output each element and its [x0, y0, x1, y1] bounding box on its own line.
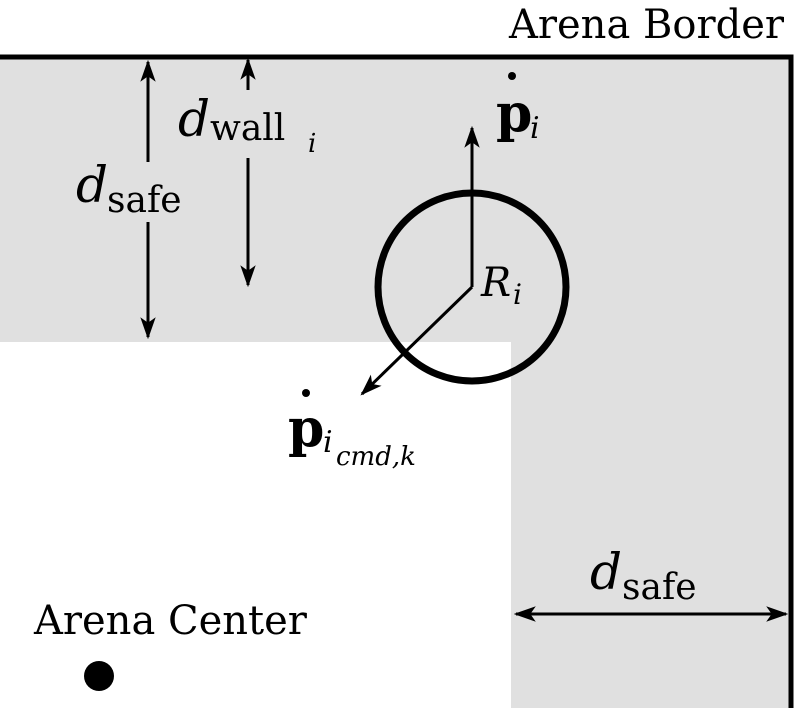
svg-text:d: d — [76, 156, 108, 214]
commanded-velocity-label: p i cmd,k — [288, 389, 416, 472]
svg-text:safe: safe — [107, 180, 182, 221]
arena-border-label: Arena Border — [508, 2, 785, 48]
svg-text:i: i — [513, 278, 522, 311]
svg-text:i: i — [323, 425, 333, 460]
svg-text:safe: safe — [622, 567, 697, 608]
commanded-velocity-arrow — [360, 285, 474, 396]
svg-text:d: d — [178, 90, 210, 148]
svg-text:i: i — [530, 111, 540, 146]
velocity-label: p i — [496, 72, 540, 146]
safety-zone — [0, 57, 791, 708]
dsafe-vertical-label: d safe — [76, 156, 182, 221]
arena-border-line — [0, 54, 794, 708]
svg-text:d: d — [590, 543, 622, 601]
arena-center-dot — [84, 661, 114, 691]
dsafe-horizontal-label: d safe — [590, 543, 697, 608]
svg-text:p: p — [288, 398, 324, 459]
svg-text:wall: wall — [210, 108, 285, 149]
arena-center-label: Arena Center — [33, 598, 308, 644]
robot-region-label: R i — [480, 260, 522, 311]
dwall-label: d wall i — [178, 90, 316, 159]
svg-text:cmd,k: cmd,k — [336, 442, 416, 472]
svg-text:R: R — [480, 260, 511, 306]
svg-text:i: i — [308, 129, 316, 159]
svg-text:p: p — [496, 83, 532, 144]
